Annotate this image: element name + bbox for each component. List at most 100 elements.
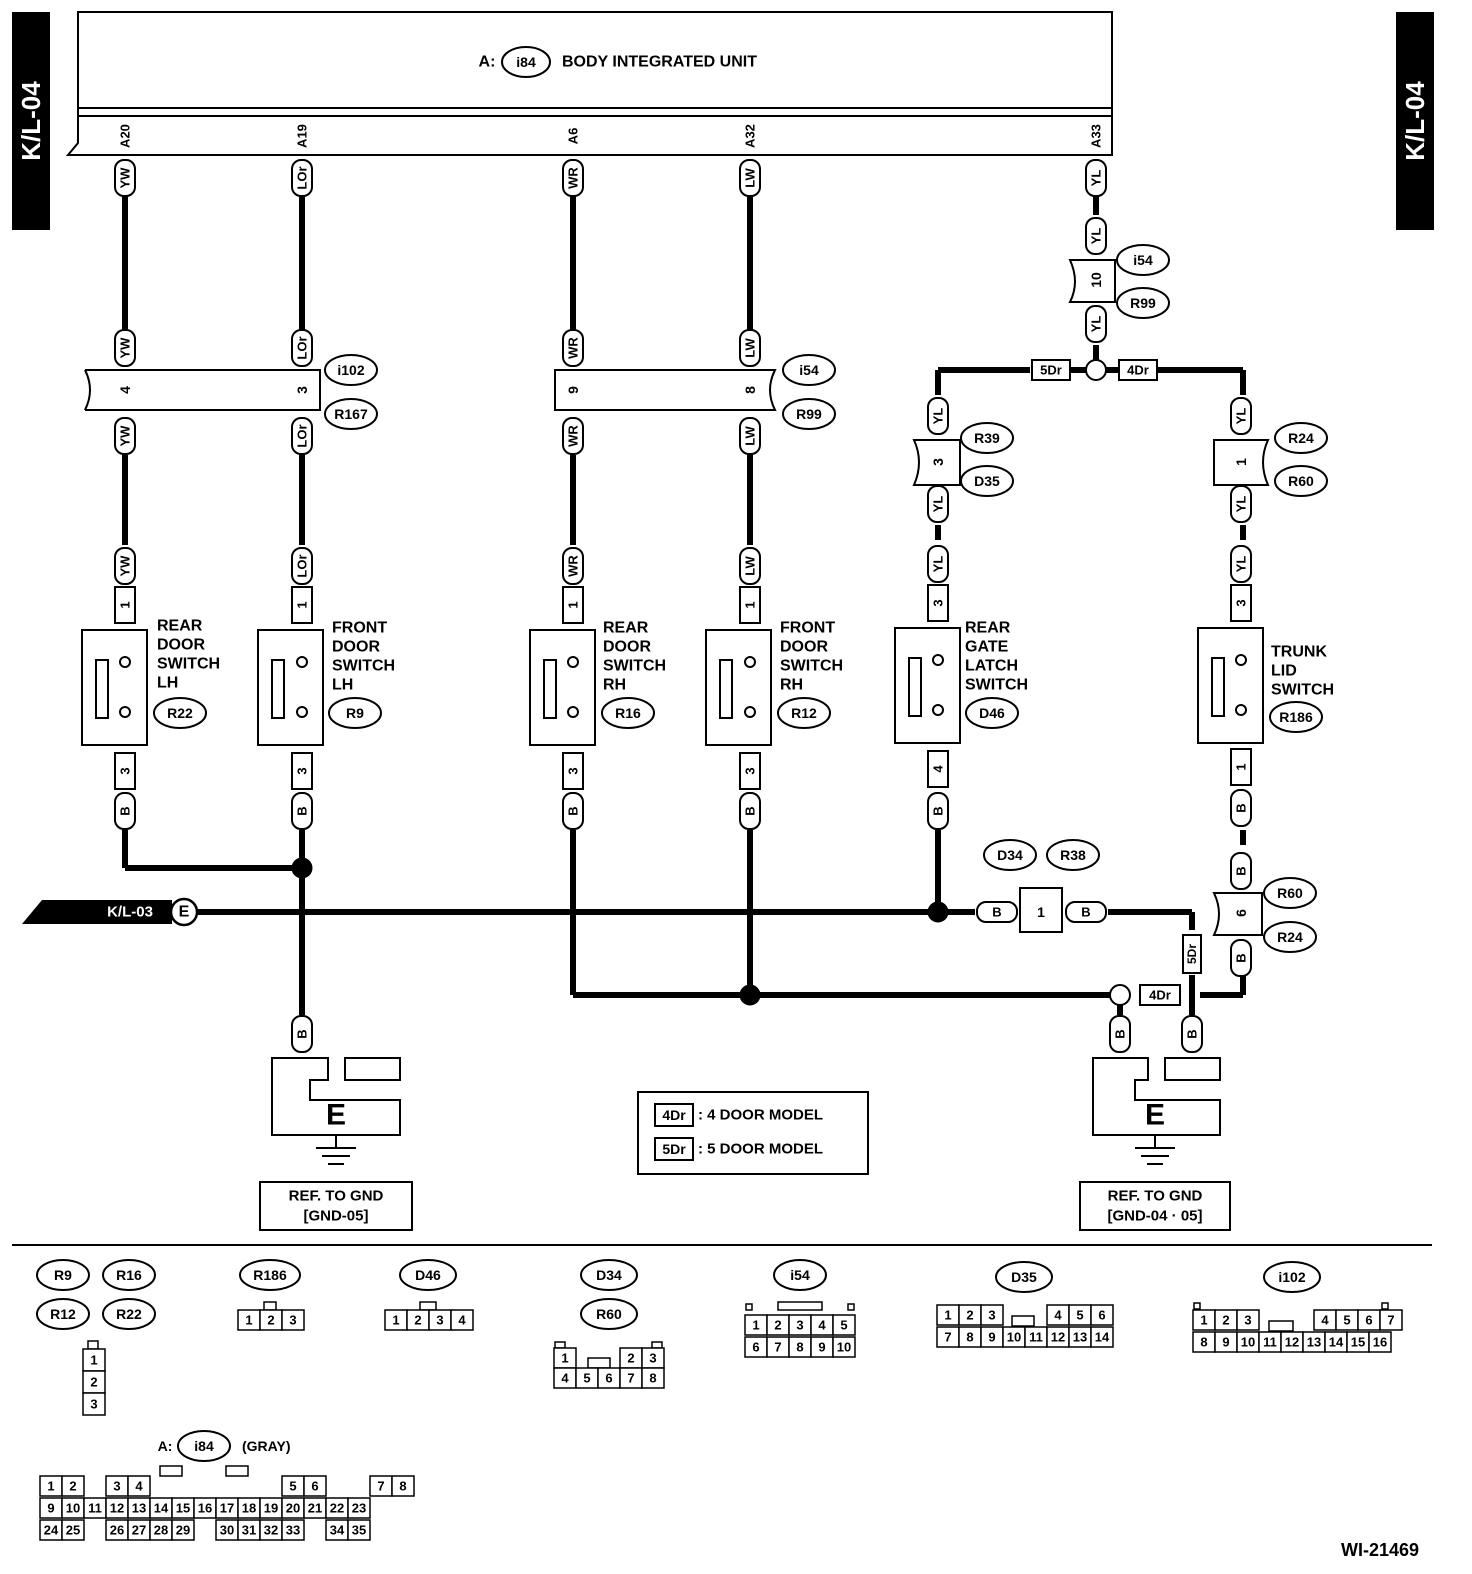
wire-color-c5-i-frame <box>1230 545 1252 583</box>
switch-0-label-line-1: DOOR <box>157 637 205 654</box>
switch-5-label-line-0: TRUNK <box>1271 644 1327 661</box>
table-g1-tag-0-frame <box>36 1259 90 1291</box>
wire-color-c1-c-frame <box>114 417 136 455</box>
table-d34-key-r <box>651 1341 663 1349</box>
junction2-tag-1: R99 <box>796 406 822 422</box>
switch-1-top_pin: 1 <box>295 601 310 608</box>
table-i84-r3-cell-5: 29 <box>176 1523 190 1538</box>
switch-4-label-line-3: SWITCH <box>965 677 1028 694</box>
table-d35-r2-cell-7: 14 <box>1095 1330 1110 1345</box>
junction-left-tag-0-frame <box>960 422 1014 454</box>
ground-right-line2: [GND-04 · 05] <box>1107 1208 1202 1225</box>
wire-color-c4-b: LW <box>743 338 758 358</box>
pin-label-3: A32 <box>743 124 758 148</box>
table-d35-r2-cell-4: 11 <box>1029 1330 1043 1345</box>
junction-ground-pin: 6 <box>1233 909 1249 917</box>
junction3-tag-0: i54 <box>1133 252 1153 268</box>
wire-color-c5-e-frame <box>927 485 949 523</box>
wire-color-b-3: B <box>743 806 758 815</box>
wire-color-c1-b: YW <box>118 337 133 359</box>
table-i84-r2-cell-14: 23 <box>352 1501 366 1516</box>
table-i84-r2-cell-1: 10 <box>66 1501 80 1516</box>
table-i102-r2-cell-1: 9 <box>1222 1335 1229 1350</box>
table-i84-r2-cell-7: 16 <box>198 1501 212 1516</box>
switch-2-top_pin-frame <box>562 586 584 624</box>
legend-0-text: : 4 DOOR MODEL <box>698 1107 823 1124</box>
switch-1-bottom_pin: 3 <box>295 767 310 774</box>
switch-2-top_pin: 1 <box>566 601 581 608</box>
switch-1-label-line-2: SWITCH <box>332 658 395 675</box>
switch-2-tag: R16 <box>615 705 641 721</box>
table-i54-r2-cell-1: 7 <box>774 1340 781 1355</box>
table-d34-key-c <box>587 1357 611 1369</box>
ground-ref-letter: E <box>179 904 190 921</box>
junction-e-tag-1: R38 <box>1060 847 1086 863</box>
table-d35-r2-cell-0: 7 <box>944 1330 951 1345</box>
table-i84-r2-cell-8: 17 <box>220 1501 234 1516</box>
wire-color-c3-b-frame <box>562 329 584 367</box>
table-d35-r1-cell-4: 5 <box>1076 1308 1083 1323</box>
switch-1-label-line-0: FRONT <box>332 620 387 637</box>
wire-color-b-7: B <box>1234 953 1249 962</box>
legend-1-text: : 5 DOOR MODEL <box>698 1141 823 1158</box>
wire-color-b-10-frame <box>1181 1015 1203 1053</box>
table-i84-r3-cell-10: 34 <box>330 1523 345 1538</box>
wire-color-c5-h-frame <box>1230 485 1252 523</box>
legend-1-tag: 5Dr <box>662 1141 686 1157</box>
switch-2-label-line-3: RH <box>603 677 626 694</box>
table-r186-key <box>263 1301 277 1311</box>
table-d35-r2-cell-5: 12 <box>1051 1330 1065 1345</box>
wire-color-c3-a-frame <box>562 159 584 197</box>
switch-0-label-line-3: LH <box>157 675 178 692</box>
table-g1-tag-2: R12 <box>50 1306 76 1322</box>
table-d34-r2-cell-1: 5 <box>583 1371 590 1386</box>
table-i84-r2-cell-6: 15 <box>176 1501 190 1516</box>
ground-right-letter: E <box>1145 1099 1165 1132</box>
table-i54-key-l <box>745 1303 753 1311</box>
table-i102-r2-cell-0: 8 <box>1200 1335 1207 1350</box>
pin-label-1: A19 <box>295 124 310 148</box>
table-i84-r2-cell-10: 19 <box>264 1501 278 1516</box>
wire-color-b-10: B <box>1185 1029 1200 1038</box>
table-i102-r1-cell-3: 4 <box>1321 1313 1329 1328</box>
table-d35-r2-cell-1: 8 <box>966 1330 973 1345</box>
table-i84-r2-cell-0: 9 <box>47 1501 54 1516</box>
model-tag-4dr-top-frame <box>1118 359 1158 381</box>
wire-color-b-7-frame <box>1230 939 1252 977</box>
wire-color-c5-f: YL <box>931 556 946 573</box>
table-g1-cell-2-frame <box>82 1392 106 1416</box>
table-i54-r1-cell-2: 3 <box>796 1318 803 1333</box>
wire-color-c5-d: YL <box>931 408 946 425</box>
switch-3-top_pin: 1 <box>743 601 758 608</box>
table-i84-r2-cell-11: 20 <box>286 1501 300 1516</box>
junction-e-tag-1-frame <box>1046 839 1100 871</box>
wire-color-c2-a: LOr <box>295 166 310 189</box>
table-i84-r3-cell-1-frame <box>61 1519 85 1541</box>
model-tag-5dr-bottom-frame <box>1182 934 1202 974</box>
wire-color-b-5-frame <box>1230 789 1252 827</box>
table-d34-tag-1-frame <box>580 1298 638 1330</box>
table-i84-r1-cell-6: 7 <box>377 1479 384 1494</box>
switch-3-bottom_pin-frame <box>739 752 761 790</box>
table-i84-tag: i84 <box>194 1438 214 1454</box>
table-i54-r1-cell-3: 4 <box>818 1318 826 1333</box>
table-i102-tag: i102 <box>1278 1269 1305 1285</box>
junction3-tag-1-frame <box>1116 287 1170 319</box>
table-i84-r1-cell-5: 6 <box>311 1479 318 1494</box>
unit-connector-tag-frame <box>501 46 551 78</box>
wire-color-c2-d-frame <box>291 547 313 585</box>
table-i84-r3-cell-9: 33 <box>286 1523 300 1538</box>
switch-5-label-line-1: LID <box>1271 663 1297 680</box>
table-i84-r1-cell-3-frame <box>127 1475 151 1497</box>
table-i84-r1-cell-5-frame <box>303 1475 327 1497</box>
table-i102-r1-cell-0: 1 <box>1200 1313 1207 1328</box>
wire-color-c5-a-frame <box>1085 159 1107 197</box>
wire-color-c1-d: YW <box>118 555 133 577</box>
switch-1-label-line-3: LH <box>332 677 353 694</box>
table-d35-r1-cell-3: 4 <box>1054 1308 1062 1323</box>
wire-color-c2-a-frame <box>291 159 313 197</box>
table-g1-cell-0: 1 <box>90 1353 97 1368</box>
table-d46-key <box>419 1301 437 1311</box>
wire-color-c3-d: WR <box>566 555 581 577</box>
wire-color-c5-i: YL <box>1234 556 1249 573</box>
